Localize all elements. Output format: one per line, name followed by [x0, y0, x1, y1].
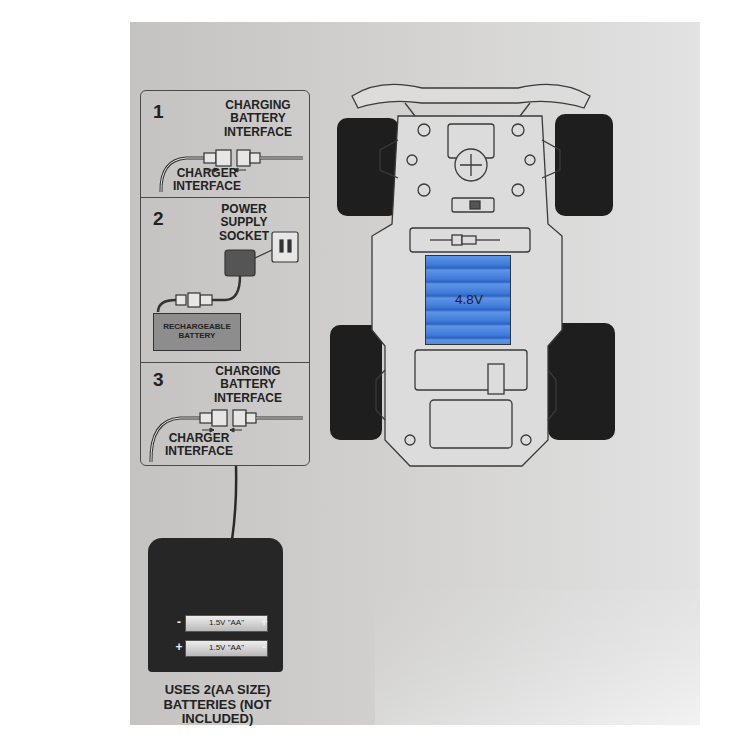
node-text: 4.8V: [426, 292, 512, 307]
step-number: 1: [153, 101, 177, 122]
node-text: USES 2(AA SIZE) BATTERIES (NOT INCLUDED): [135, 683, 300, 727]
node-text: CHARGING BATTERY INTERFACE: [215, 99, 301, 139]
node-text: 1.5V "AA": [186, 619, 267, 628]
step-number: 3: [153, 369, 177, 390]
instruction-panel: 1 CHARGING BATTERY INTERFACE CHARGER INTER…: [140, 90, 310, 198]
node-text: POWER SUPPLY SOCKET: [207, 203, 281, 243]
rechargeable-battery: RECHARGEABLE BATTERY: [153, 313, 241, 351]
polarity-sign: +: [258, 616, 270, 629]
aa-battery: 1.5V "AA": [185, 615, 268, 632]
polarity-sign: -: [173, 616, 185, 629]
paper-glare: [375, 590, 700, 725]
instruction-panel: 3 CHARGING BATTERY INTERFACE CHARGER INTER…: [140, 362, 310, 466]
paper: [130, 22, 700, 725]
instruction-panel: 2 POWER SUPPLY SOCKET RECHARGEABLE BATTERY: [140, 197, 310, 363]
polarity-sign: -: [258, 641, 270, 654]
node-text: 1.5V "AA": [186, 644, 267, 653]
aa-battery: 1.5V "AA": [185, 640, 268, 657]
polarity-sign: +: [173, 641, 185, 654]
node-text: CHARGER INTERFACE: [159, 432, 239, 459]
car-chassis: [352, 84, 590, 466]
car-battery: 4.8V: [425, 255, 511, 345]
step-number: 2: [153, 208, 177, 229]
node-text: CHARGING BATTERY INTERFACE: [203, 365, 293, 405]
node-text: CHARGER INTERFACE: [167, 167, 247, 194]
remote-cable: [232, 466, 236, 540]
node-text: RECHARGEABLE BATTERY: [156, 323, 238, 341]
